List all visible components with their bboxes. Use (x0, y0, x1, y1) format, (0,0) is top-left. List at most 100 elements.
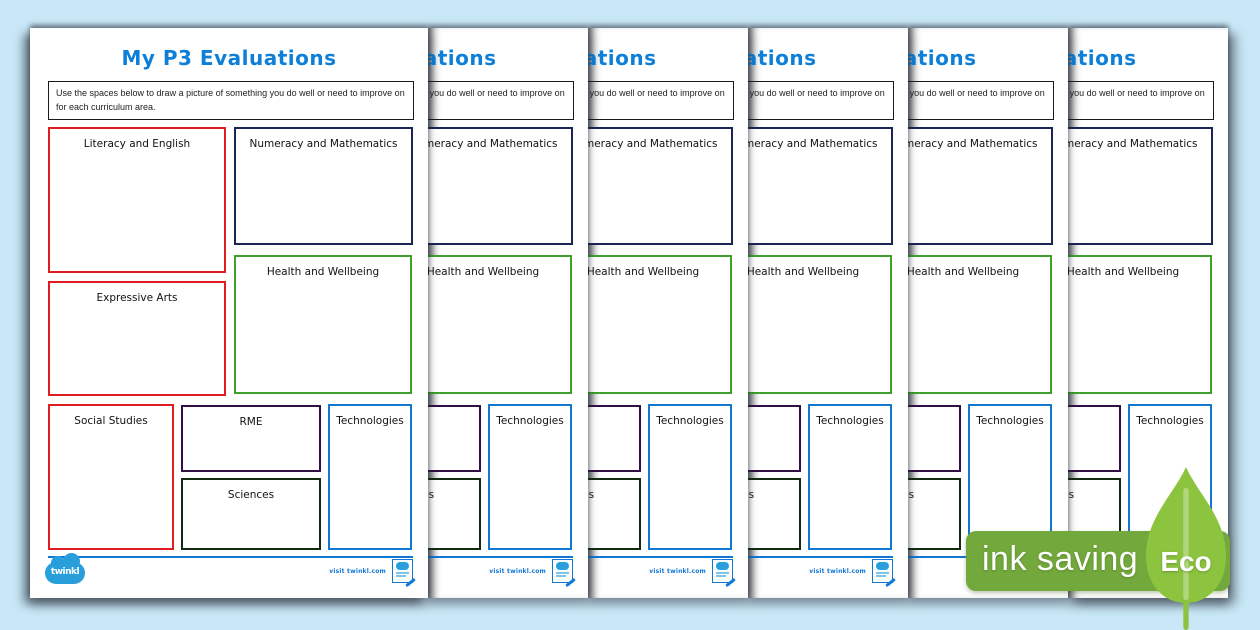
box-label: Health and Wellbeing (588, 266, 700, 278)
eco-label: Eco (1160, 546, 1212, 577)
box-expressive-arts: Expressive Arts (48, 281, 226, 396)
twinkl-badge-icon (392, 559, 416, 588)
box-numeracy-and-mathematics: Numeracy and Mathematics (908, 127, 1053, 245)
box-social-studies: Social Studies (48, 404, 174, 550)
box-label: Numeracy and Mathematics (249, 138, 398, 150)
box-label: Sciences (227, 489, 275, 501)
box-label: Sciences (748, 489, 755, 501)
footer-divider-line (748, 556, 893, 558)
instructions-box: Use the spaces below to draw a picture o… (588, 81, 734, 120)
worksheet-page-front: My P3 Evaluations Use the spaces below t… (30, 28, 428, 598)
box-label: Health and Wellbeing (748, 266, 860, 278)
visit-twinkl-link-text: visit twinkl.com (329, 568, 386, 575)
box-label: Health and Wellbeing (266, 266, 380, 278)
box-label: Sciences (428, 489, 435, 501)
box-health-and-wellbeing: Health and Wellbeing (1068, 255, 1212, 394)
box-technologies: Technologies (488, 404, 572, 550)
box-label: Social Studies (74, 415, 148, 427)
box-label: Sciences (1068, 489, 1075, 501)
page-title: My P3 Evaluations (748, 46, 817, 70)
box-label: Technologies (336, 415, 404, 427)
box-technologies: Technologies (808, 404, 892, 550)
twinkl-badge-cloud-icon (876, 562, 889, 570)
worksheet-page-behind-2: My P3 Evaluations Use the spaces below t… (588, 28, 748, 598)
twinkl-logo-text: twinkl (50, 567, 80, 577)
pencil-icon (405, 577, 416, 588)
eco-leaf-icon (1146, 467, 1226, 630)
box-sciences: Sciences (181, 478, 321, 550)
box-rme: RME (908, 405, 961, 472)
box-rme: RME (588, 405, 641, 472)
box-label: Technologies (656, 415, 724, 427)
box-rme: RME (1068, 405, 1121, 472)
twinkl-badge-cloud-icon (716, 562, 729, 570)
box-health-and-wellbeing: Health and Wellbeing (908, 255, 1052, 394)
box-health-and-wellbeing: Health and Wellbeing (234, 255, 412, 394)
twinkl-badge-icon (872, 559, 896, 588)
box-label: Health and Wellbeing (908, 266, 1020, 278)
twinkl-badge-cloud-icon (556, 562, 569, 570)
box-numeracy-and-mathematics: Numeracy and Mathematics (428, 127, 573, 245)
twinkl-badge-icon (712, 559, 736, 588)
box-label: Sciences (588, 489, 595, 501)
visit-twinkl-link-text: visit twinkl.com (649, 568, 706, 575)
visit-twinkl-link-text: visit twinkl.com (809, 568, 866, 575)
box-health-and-wellbeing: Health and Wellbeing (588, 255, 732, 394)
box-rme: RME (748, 405, 801, 472)
instructions-box: Use the spaces below to draw a picture o… (48, 81, 414, 120)
box-label: Numeracy and Mathematics (908, 138, 1038, 150)
box-sciences: Sciences (588, 478, 641, 550)
page-title: My P3 Evaluations (1068, 46, 1137, 70)
box-label: Health and Wellbeing (428, 266, 540, 278)
twinkl-badge-cloud-icon (396, 562, 409, 570)
worksheet-page-behind-1: My P3 Evaluations Use the spaces below t… (428, 28, 588, 598)
page-title: My P3 Evaluations (428, 46, 497, 70)
box-rme: RME (181, 405, 321, 472)
box-label: Numeracy and Mathematics (1068, 138, 1198, 150)
box-health-and-wellbeing: Health and Wellbeing (428, 255, 572, 394)
instructions-box: Use the spaces below to draw a picture o… (908, 81, 1054, 120)
box-rme: RME (428, 405, 481, 472)
box-label: Numeracy and Mathematics (588, 138, 718, 150)
footer-divider-line (48, 556, 413, 558)
box-label: Technologies (496, 415, 564, 427)
box-health-and-wellbeing: Health and Wellbeing (748, 255, 892, 394)
box-technologies: Technologies (648, 404, 732, 550)
box-label: Literacy and English (83, 138, 191, 150)
instructions-box: Use the spaces below to draw a picture o… (1068, 81, 1214, 120)
box-label: Numeracy and Mathematics (428, 138, 558, 150)
pencil-icon (885, 577, 896, 588)
ink-saving-label: ink saving (982, 540, 1139, 578)
worksheet-page-behind-3: My P3 Evaluations Use the spaces below t… (748, 28, 908, 598)
box-technologies: Technologies (328, 404, 412, 550)
box-sciences: Sciences (908, 478, 961, 550)
footer-divider-line (428, 556, 573, 558)
page-title: My P3 Evaluations (121, 46, 337, 70)
box-label: Technologies (976, 415, 1044, 427)
box-label: Technologies (1136, 415, 1204, 427)
page-title: My P3 Evaluations (588, 46, 657, 70)
instructions-box: Use the spaces below to draw a picture o… (428, 81, 574, 120)
pencil-icon (565, 577, 576, 588)
box-label: Technologies (816, 415, 884, 427)
box-numeracy-and-mathematics: Numeracy and Mathematics (1068, 127, 1213, 245)
box-label: Expressive Arts (96, 292, 178, 304)
box-technologies: Technologies (968, 404, 1052, 550)
pencil-icon (725, 577, 736, 588)
box-numeracy-and-mathematics: Numeracy and Mathematics (234, 127, 413, 245)
twinkl-badge-icon (552, 559, 576, 588)
box-numeracy-and-mathematics: Numeracy and Mathematics (588, 127, 733, 245)
box-literacy-and-english: Literacy and English (48, 127, 226, 273)
visit-twinkl-link-text: visit twinkl.com (489, 568, 546, 575)
box-sciences: Sciences (748, 478, 801, 550)
box-sciences: Sciences (428, 478, 481, 550)
box-numeracy-and-mathematics: Numeracy and Mathematics (748, 127, 893, 245)
box-label: Sciences (908, 489, 915, 501)
instructions-box: Use the spaces below to draw a picture o… (748, 81, 894, 120)
footer-divider-line (588, 556, 733, 558)
box-label: Health and Wellbeing (1068, 266, 1180, 278)
page-title: My P3 Evaluations (908, 46, 977, 70)
box-label: Numeracy and Mathematics (748, 138, 878, 150)
box-label: RME (239, 416, 263, 428)
